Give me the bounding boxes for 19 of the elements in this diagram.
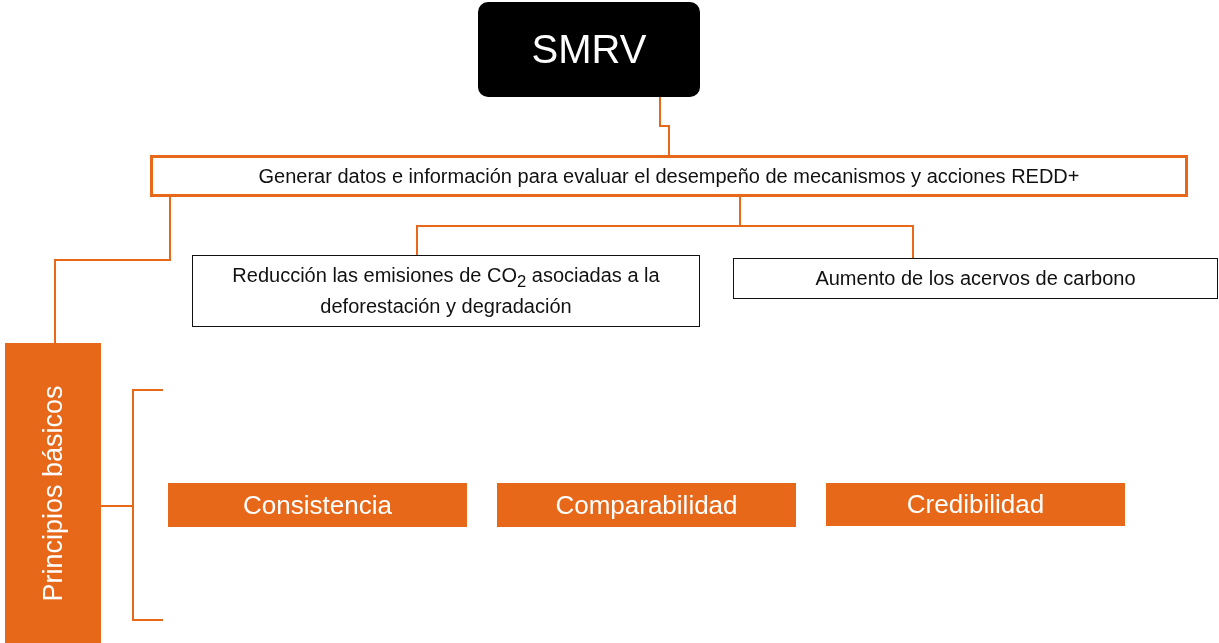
goal-box — [192, 255, 700, 327]
principle-box — [826, 483, 1125, 526]
node-label: Aumento de los acervos de carbono — [815, 266, 1136, 291]
principle-box — [497, 483, 796, 527]
connector-line — [54, 196, 171, 344]
principles-bar — [5, 343, 101, 643]
node-label: Reducción las emisiones de CO$_{2}$ asociadas a la deforestación y degradación — [231, 262, 661, 320]
goal-box — [733, 258, 1218, 299]
principle-box — [168, 483, 467, 527]
node-label: Credibilidad — [906, 489, 1045, 520]
node-label: Comparabilidad — [555, 489, 738, 521]
connector-line — [659, 96, 670, 156]
node-label: Principios básicos — [37, 384, 69, 602]
node-label: Generar datos e información para evaluar el desempeño de mecanismos y acciones REDD+ — [258, 164, 1080, 188]
title-box — [478, 2, 700, 97]
objective-box — [150, 155, 1188, 197]
connector-line — [739, 196, 914, 259]
node-label: SMRV — [531, 27, 647, 72]
node-label: Consistencia — [243, 489, 392, 521]
